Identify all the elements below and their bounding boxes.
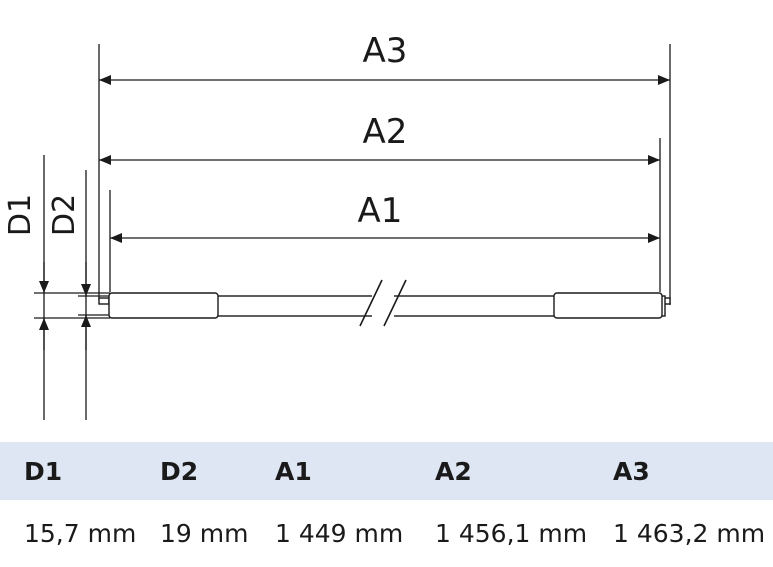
a3-label: A3	[363, 31, 408, 71]
d2-label: D2	[47, 194, 82, 236]
header-a2: A2	[435, 442, 613, 500]
value-a2: 1 456,1 mm	[435, 518, 588, 548]
d1-label: D1	[3, 194, 38, 236]
break-mark-left	[359, 279, 383, 327]
a2-label: A2	[363, 112, 408, 152]
header-d2: D2	[160, 442, 275, 500]
a1-label: A1	[358, 191, 403, 231]
table-row: 15,7 mm 19 mm 1 449 mm 1 456,1 mm 1 463,…	[0, 500, 773, 566]
break-mark-right	[383, 279, 407, 327]
tube-break-gap	[372, 294, 394, 318]
tube-dimension-diagram: A3 A2 A1 D1 D2	[3, 31, 671, 420]
value-d2: 19 mm	[160, 518, 249, 548]
value-a3: 1 463,2 mm	[613, 518, 766, 548]
right-end-cap	[553, 292, 663, 319]
left-pin	[98, 297, 110, 305]
dimension-table: D1 D2 A1 A2 A3 15,7 mm 19 mm 1 449 mm 1 …	[0, 442, 773, 566]
value-d1: 15,7 mm	[24, 518, 137, 548]
header-a1: A1	[275, 442, 435, 500]
header-d1: D1	[0, 442, 160, 500]
value-a1: 1 449 mm	[275, 518, 404, 548]
left-end-cap	[108, 292, 219, 319]
table-header-row: D1 D2 A1 A2 A3	[0, 442, 773, 500]
header-a3: A3	[613, 442, 773, 500]
